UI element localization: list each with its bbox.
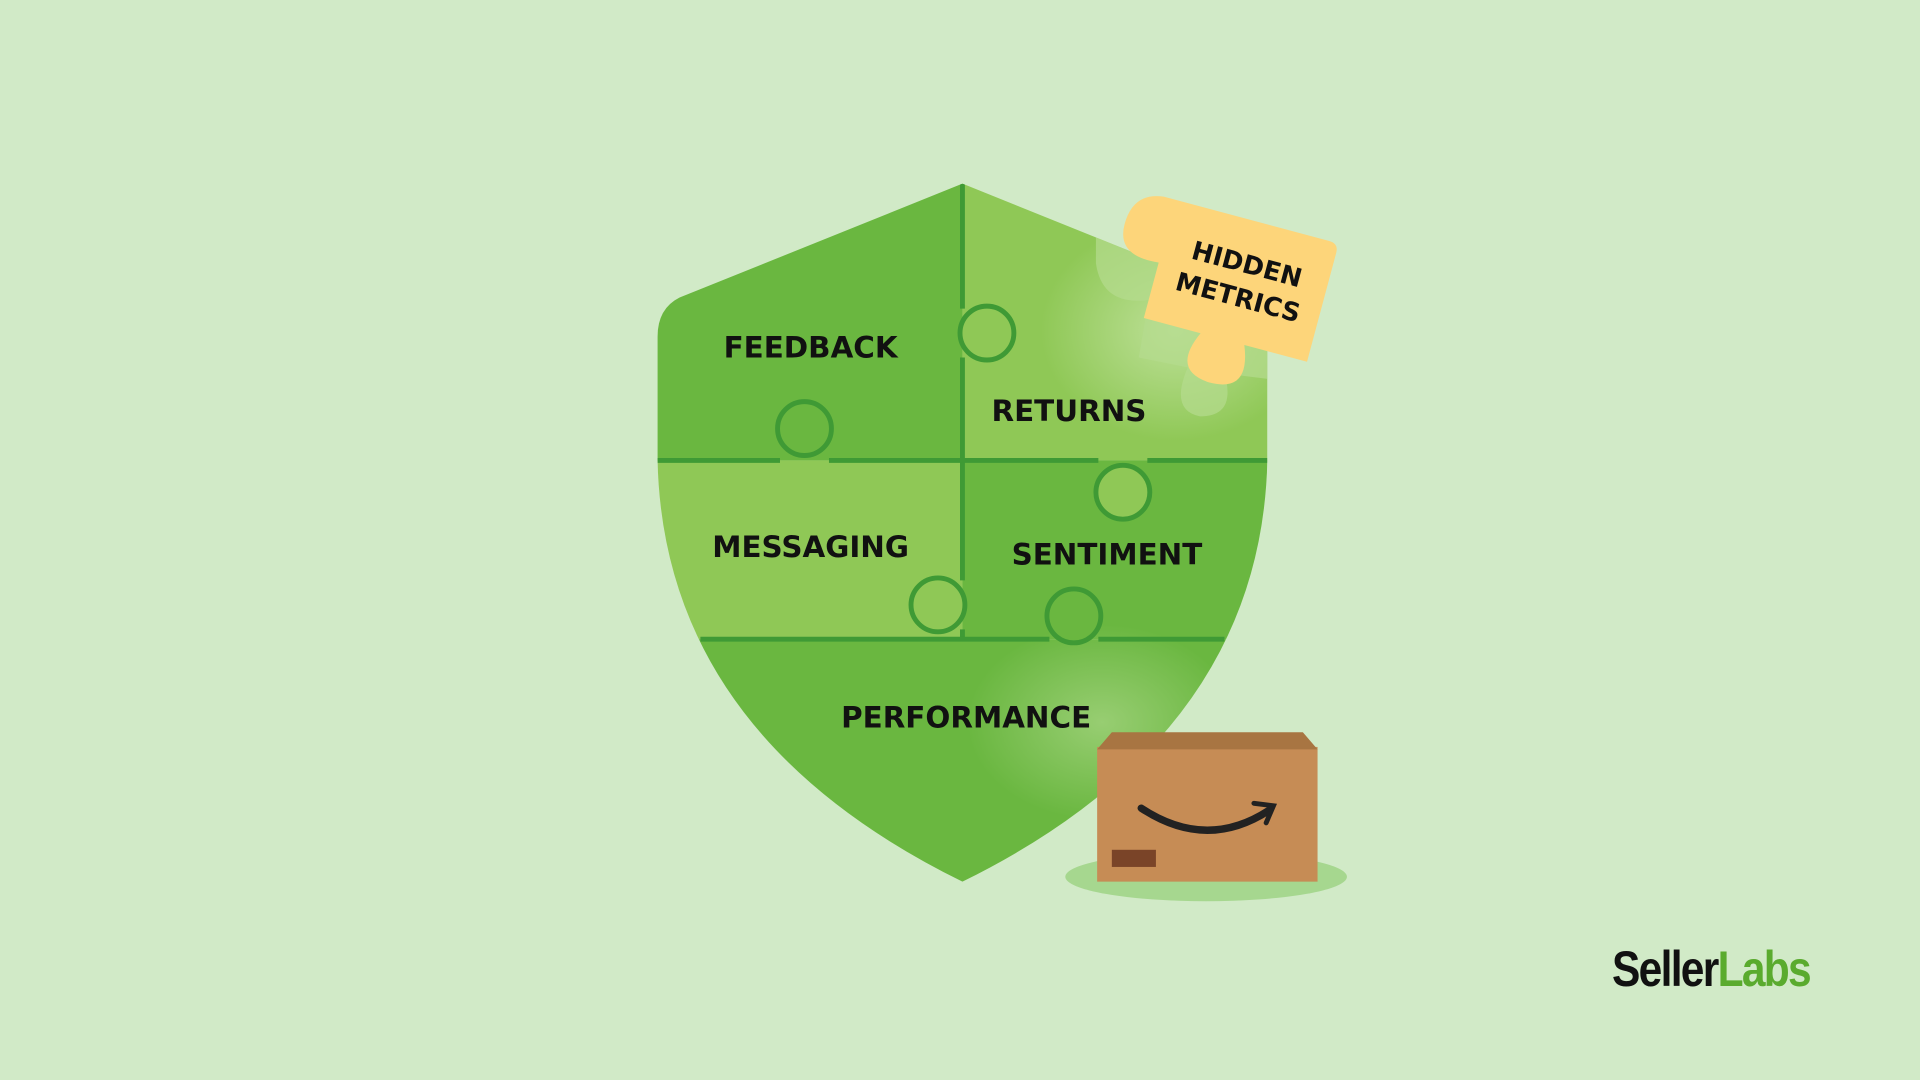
- amazon-box-icon: [1065, 732, 1347, 902]
- puzzle-seams: [657, 183, 1268, 642]
- logo-part2: Labs: [1717, 941, 1812, 997]
- label-feedback: FEEDBACK: [724, 331, 899, 365]
- label-returns: RETURNS: [992, 394, 1147, 428]
- label-messaging: MESSAGING: [712, 530, 909, 564]
- logo-part1: Seller: [1612, 941, 1719, 997]
- label-sentiment: SENTIMENT: [1012, 537, 1203, 571]
- label-performance: PERFORMANCE: [841, 700, 1091, 734]
- sellerlabs-logo: SellerLabs: [1612, 940, 1812, 998]
- hidden-metrics-piece: HIDDEN METRICS: [1123, 196, 1337, 385]
